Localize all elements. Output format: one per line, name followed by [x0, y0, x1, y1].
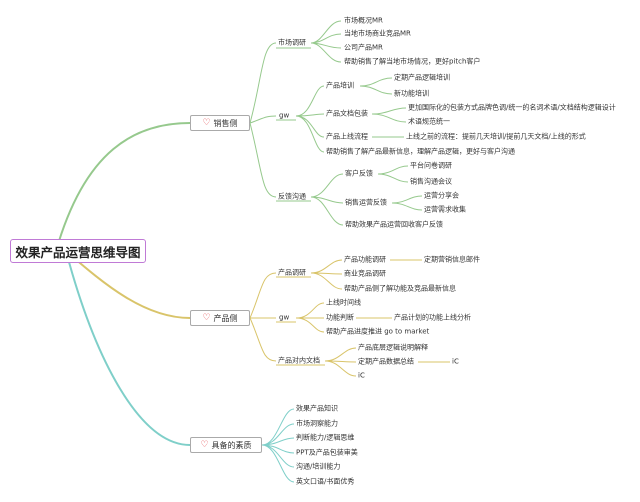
- topic-docs-data[interactable]: 定期产品数据总结: [358, 357, 414, 366]
- topic-research-help[interactable]: 帮助产品侧了解功能及竞品最新信息: [344, 284, 456, 293]
- topic-sales-gw[interactable]: gw: [279, 111, 290, 120]
- topic-func-detail[interactable]: 定期营销信息邮件: [424, 255, 480, 264]
- branch-product[interactable]: ♡ 产品侧: [190, 310, 250, 326]
- branch-quality-label: 具备的素质: [211, 440, 252, 450]
- topic-packaging-item-1[interactable]: 更加国际化的包装方式品牌色调/统一的名词术语/文档结构逻辑设计: [408, 103, 616, 112]
- branch-sales-label: 销售侧: [213, 118, 238, 128]
- connector-gw-children: [295, 85, 325, 153]
- topic-pgw-timeline[interactable]: 上线时间线: [326, 298, 361, 307]
- topic-pgw-judge[interactable]: 功能判断: [326, 313, 354, 322]
- branch-product-label: 产品侧: [213, 313, 238, 323]
- heart-icon: ♡: [202, 117, 211, 128]
- topic-market-item-3[interactable]: 公司产品MR: [344, 43, 383, 52]
- topic-gw-help[interactable]: 帮助销售了解产品最新信息，理解产品逻辑，更好与客户沟通: [326, 147, 515, 156]
- connector-client-items: [377, 165, 409, 183]
- heart-icon: ♡: [200, 439, 209, 450]
- connector-root-sales: [55, 122, 191, 252]
- topic-docs-ic[interactable]: iC: [358, 371, 365, 380]
- branch-sales[interactable]: ♡ 销售侧: [190, 115, 250, 131]
- topic-product-research[interactable]: 产品调研: [278, 268, 306, 277]
- topic-quality-item-4[interactable]: PPT及产品包装审美: [296, 448, 358, 457]
- topic-client-item-2[interactable]: 销售沟通会议: [410, 177, 452, 186]
- topic-salesfb-item-1[interactable]: 运营分享会: [424, 191, 459, 200]
- root-topic[interactable]: 效果产品运营思维导图: [10, 239, 146, 263]
- topic-market-item-1[interactable]: 市场概况MR: [344, 16, 383, 25]
- connector-feedback-children: [310, 173, 344, 226]
- topic-launch-detail[interactable]: 上线之前的流程：提前几天培训/提前几天文档/上线的形式: [406, 132, 586, 141]
- topic-gw-training[interactable]: 产品培训: [326, 81, 354, 90]
- connector-training-items: [359, 77, 393, 95]
- heart-icon: ♡: [202, 312, 211, 323]
- topic-quality-item-2[interactable]: 市场洞察能力: [296, 419, 338, 428]
- connector-sales-feedback: [249, 122, 277, 198]
- connector-sales-market: [249, 42, 277, 124]
- topic-client-item-1[interactable]: 平台问卷调研: [410, 161, 452, 170]
- connector-salesfb-items: [391, 195, 423, 211]
- topic-packaging-item-2[interactable]: 术语规范统一: [408, 117, 450, 126]
- topic-research-func[interactable]: 产品功能调研: [344, 255, 386, 264]
- topic-pgw-help[interactable]: 帮助产品进度推进 go to market: [326, 327, 430, 336]
- topic-quality-item-5[interactable]: 沟通/培训能力: [296, 462, 341, 471]
- topic-quality-item-3[interactable]: 判断能力/逻辑思维: [296, 433, 355, 442]
- connector-root-quality: [65, 250, 191, 446]
- connector-quality-items: [261, 408, 295, 483]
- topic-feedback-help[interactable]: 帮助效果产品运营回收客户反馈: [345, 220, 443, 229]
- topic-judge-detail[interactable]: 产品计划的功能上线分析: [394, 313, 471, 322]
- topic-salesfb-item-2[interactable]: 运营需求收集: [424, 205, 466, 214]
- topic-gw-launch[interactable]: 产品上线流程: [326, 132, 368, 141]
- connector-product-research: [249, 272, 277, 319]
- topic-docs-logic[interactable]: 产品底层逻辑说明解释: [358, 343, 428, 352]
- topic-sales-feedback[interactable]: 反馈沟通: [278, 192, 306, 201]
- connector-product-docs: [249, 317, 277, 362]
- topic-sales-market[interactable]: 市场调研: [278, 38, 306, 47]
- branch-quality[interactable]: ♡ 具备的素质: [190, 437, 262, 453]
- topic-quality-item-1[interactable]: 效果产品知识: [296, 404, 338, 413]
- topic-data-detail[interactable]: iC: [452, 357, 459, 366]
- connector-research-items: [310, 259, 343, 290]
- topic-feedback-client[interactable]: 客户反馈: [345, 169, 373, 178]
- connector-docs-items: [324, 347, 357, 377]
- connector-sales-gw: [249, 115, 277, 124]
- topic-quality-item-6[interactable]: 英文口语/书面优秀: [296, 477, 355, 486]
- topic-product-docs[interactable]: 产品对内文档: [278, 356, 320, 365]
- topic-training-item-1[interactable]: 定期产品逻辑培训: [394, 73, 450, 82]
- connector-pgw-items: [295, 302, 325, 333]
- topic-feedback-sales[interactable]: 销售运营反馈: [345, 198, 387, 207]
- topic-market-item-2[interactable]: 当地市场商业竞品MR: [344, 29, 411, 38]
- connector-market-items: [310, 20, 342, 63]
- topic-training-item-2[interactable]: 新功能培训: [394, 89, 429, 98]
- topic-gw-packaging[interactable]: 产品文档包装: [326, 109, 368, 118]
- connector-packaging-items: [371, 107, 407, 123]
- topic-product-gw[interactable]: gw: [279, 313, 290, 322]
- topic-market-item-4[interactable]: 帮助销售了解当地市场情况，更好pitch客户: [344, 57, 481, 66]
- topic-research-competitor[interactable]: 商业竞品调研: [344, 269, 386, 278]
